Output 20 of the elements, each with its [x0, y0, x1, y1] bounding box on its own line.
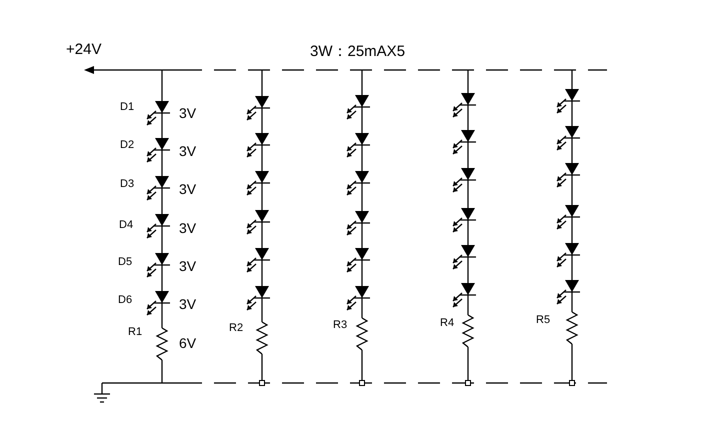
voltage-label: 3V [179, 221, 196, 235]
voltage-label: 3V [179, 259, 196, 273]
component-label: R4 [440, 318, 454, 329]
component-label: D3 [120, 179, 134, 190]
voltage-label: 3V [179, 297, 196, 311]
component-label: D4 [119, 220, 134, 231]
rating-label: 3W：25mAX5 [310, 44, 406, 59]
supply-voltage-label: +24V [66, 42, 102, 57]
component-label: D1 [120, 102, 134, 113]
component-label: D2 [120, 140, 134, 151]
voltage-label: 6V [179, 336, 196, 350]
voltage-label: 3V [179, 182, 196, 196]
voltage-label: 3V [179, 106, 196, 120]
voltage-label: 3V [179, 144, 196, 158]
component-label: R5 [536, 315, 550, 326]
component-label: D6 [118, 295, 132, 306]
component-label: D5 [118, 257, 132, 268]
component-label: R1 [128, 327, 142, 338]
component-label: R3 [333, 320, 348, 331]
component-label: R2 [229, 323, 244, 334]
